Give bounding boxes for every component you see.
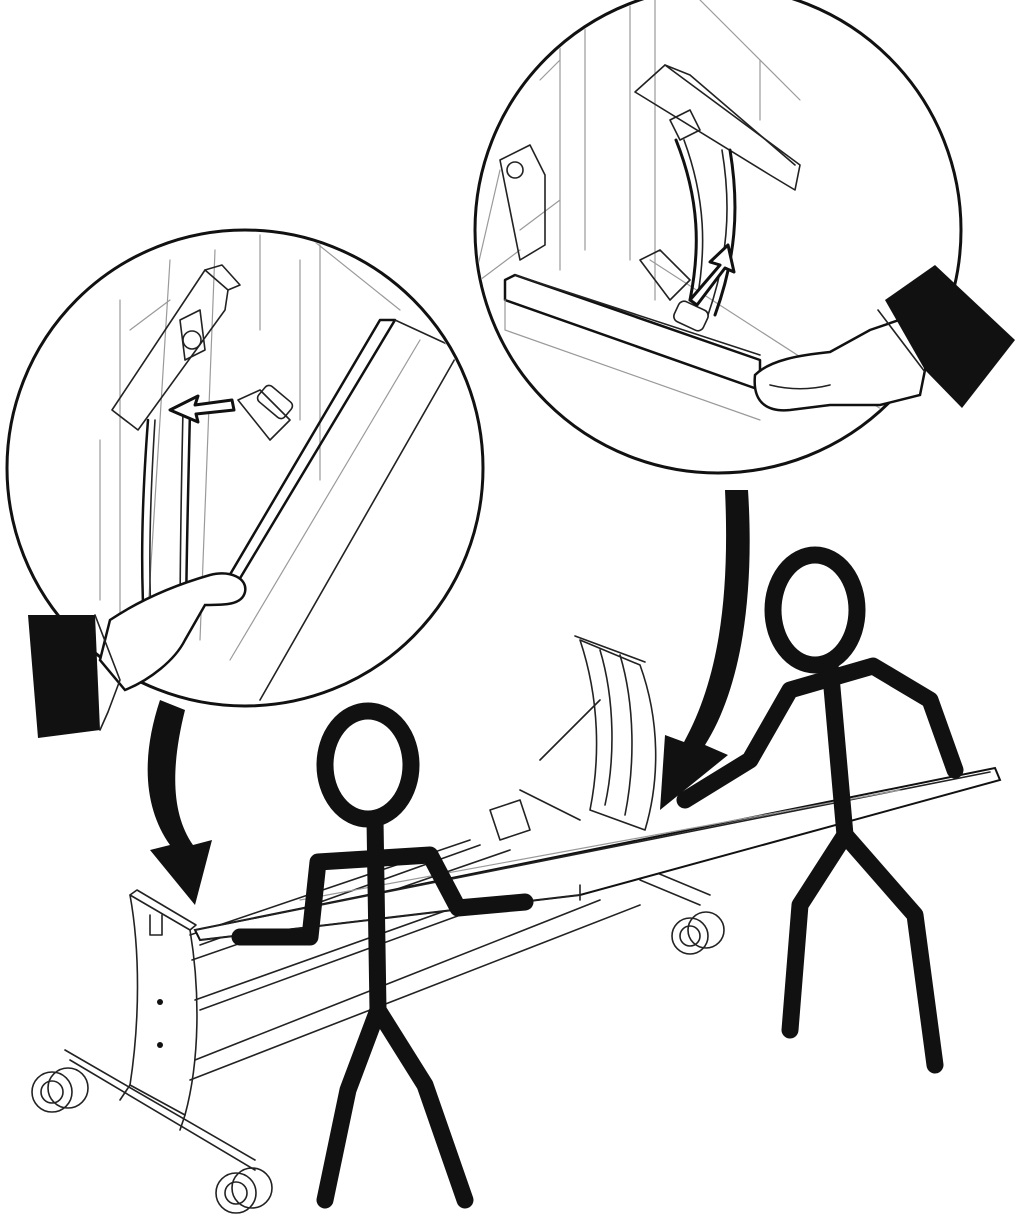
curved-arrow-icon-left (148, 700, 212, 905)
person-left (240, 711, 525, 1200)
caster-front (216, 1168, 272, 1213)
detail-circle-right (470, 0, 1015, 473)
caster-left (32, 1068, 88, 1112)
detail-circle-left (7, 230, 483, 738)
caster-right (672, 912, 724, 954)
